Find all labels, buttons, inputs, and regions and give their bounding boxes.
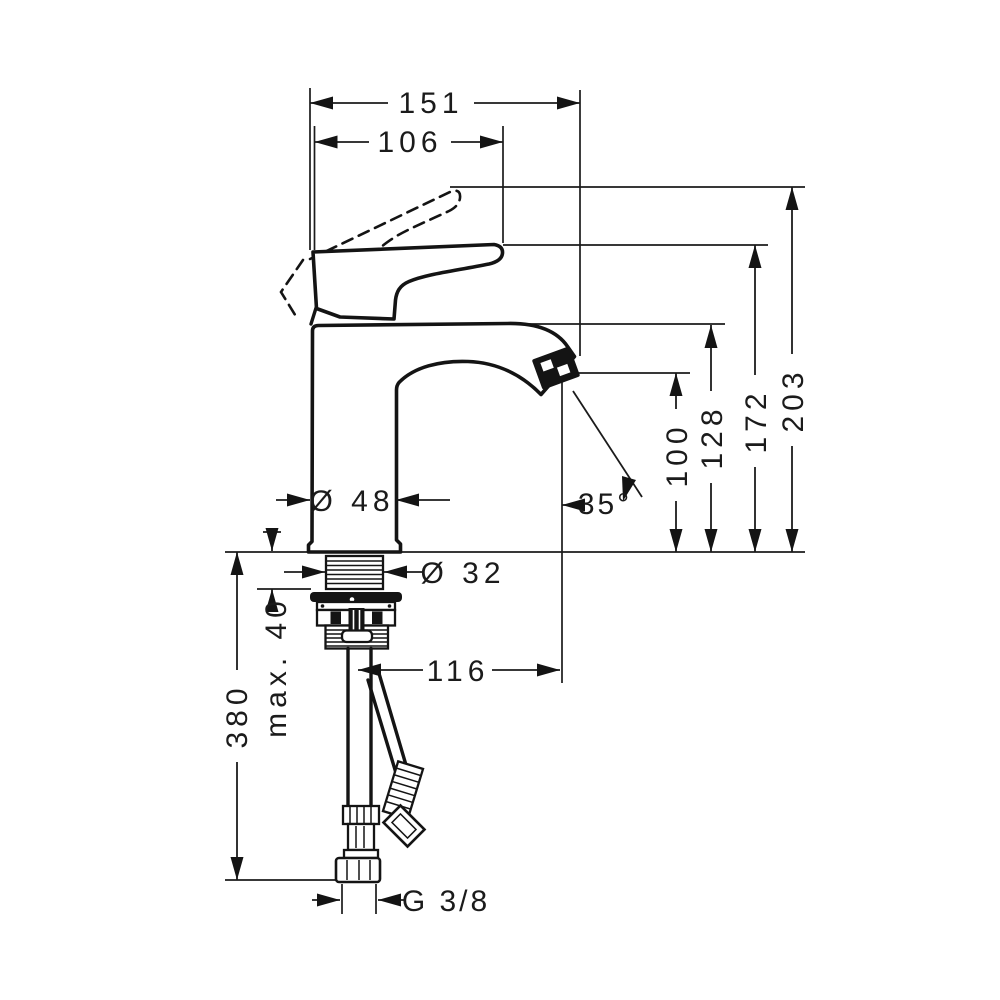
dimension-body-diameter: Ø 48 bbox=[276, 485, 450, 518]
straight-hose-braid bbox=[341, 804, 381, 826]
mounting-hardware bbox=[310, 554, 402, 650]
faucet-outline bbox=[279, 189, 580, 554]
faucet-handle bbox=[311, 242, 505, 321]
faucet-body-spout bbox=[306, 321, 577, 554]
spray-angle-arrowhead bbox=[622, 476, 636, 501]
angled-hose-end-fitting bbox=[381, 803, 427, 849]
dimension-connection-thread: G 3/8 bbox=[312, 885, 490, 918]
dim-spout-reach-label: 106 bbox=[377, 126, 442, 159]
dimension-spout-reach: 106 bbox=[314, 126, 503, 159]
dimension-outlet-height: 100 bbox=[660, 373, 694, 552]
dim-max-deck-thickness-label: max. 40 bbox=[260, 596, 293, 738]
dimension-hose-length: 380 bbox=[221, 552, 254, 880]
supply-hoses bbox=[334, 646, 427, 884]
dimension-annotations: 151 106 100 128 172 203 bbox=[221, 87, 810, 918]
dimension-spray-angle: 35° bbox=[562, 390, 643, 521]
shank-threads bbox=[326, 560, 383, 585]
washer-dot bbox=[349, 597, 355, 602]
flange-hole-left bbox=[320, 604, 325, 608]
dim-overall-height-label: 203 bbox=[777, 367, 810, 432]
nut-segment-right bbox=[372, 611, 383, 624]
stud-slot bbox=[340, 629, 374, 644]
dim-handle-height-label: 172 bbox=[740, 388, 773, 453]
connection-nut-facets bbox=[346, 860, 371, 880]
washer-bar bbox=[310, 592, 402, 602]
dashed-lever-left-edge bbox=[279, 258, 305, 320]
handle-skirt-line bbox=[309, 306, 318, 326]
connection-nut bbox=[334, 856, 382, 884]
dimension-max-deck-thickness: max. 40 bbox=[260, 528, 293, 738]
dimension-handle-height: 172 bbox=[739, 245, 773, 552]
dim-overall-depth-label: 151 bbox=[398, 87, 463, 120]
dim-spray-angle-label: 35° bbox=[578, 488, 632, 521]
aerator-slot-2 bbox=[556, 363, 571, 377]
aerator-block bbox=[532, 346, 580, 390]
hose-neck bbox=[346, 822, 376, 852]
straight-hose-braid-ribs bbox=[349, 807, 372, 823]
dim-hose-length-label: 380 bbox=[221, 683, 254, 748]
nut-segment-left bbox=[330, 611, 341, 624]
aerator-slot-1 bbox=[540, 359, 554, 372]
hose-neck-lines bbox=[355, 826, 365, 848]
dim-outlet-height-label: 100 bbox=[661, 422, 694, 487]
aerator bbox=[532, 346, 580, 390]
dimension-overall-depth: 151 bbox=[310, 87, 580, 120]
dimension-body-height: 128 bbox=[695, 325, 729, 552]
angled-hose-right-edge bbox=[376, 668, 408, 767]
dimension-shank-diameter: Ø 32 bbox=[284, 557, 505, 590]
dimension-outlet-projection: 116 bbox=[358, 655, 560, 688]
dimension-overall-height: 203 bbox=[776, 187, 810, 552]
dim-body-height-label: 128 bbox=[696, 404, 729, 469]
dim-connection-thread-label: G 3/8 bbox=[402, 885, 490, 918]
flange-hole-right bbox=[387, 604, 392, 608]
dim-outlet-projection-label: 116 bbox=[427, 655, 490, 688]
dim-shank-diameter-label: Ø 32 bbox=[420, 557, 505, 590]
extension-lines bbox=[225, 88, 805, 914]
dim-body-diameter-label: Ø 48 bbox=[309, 485, 394, 518]
